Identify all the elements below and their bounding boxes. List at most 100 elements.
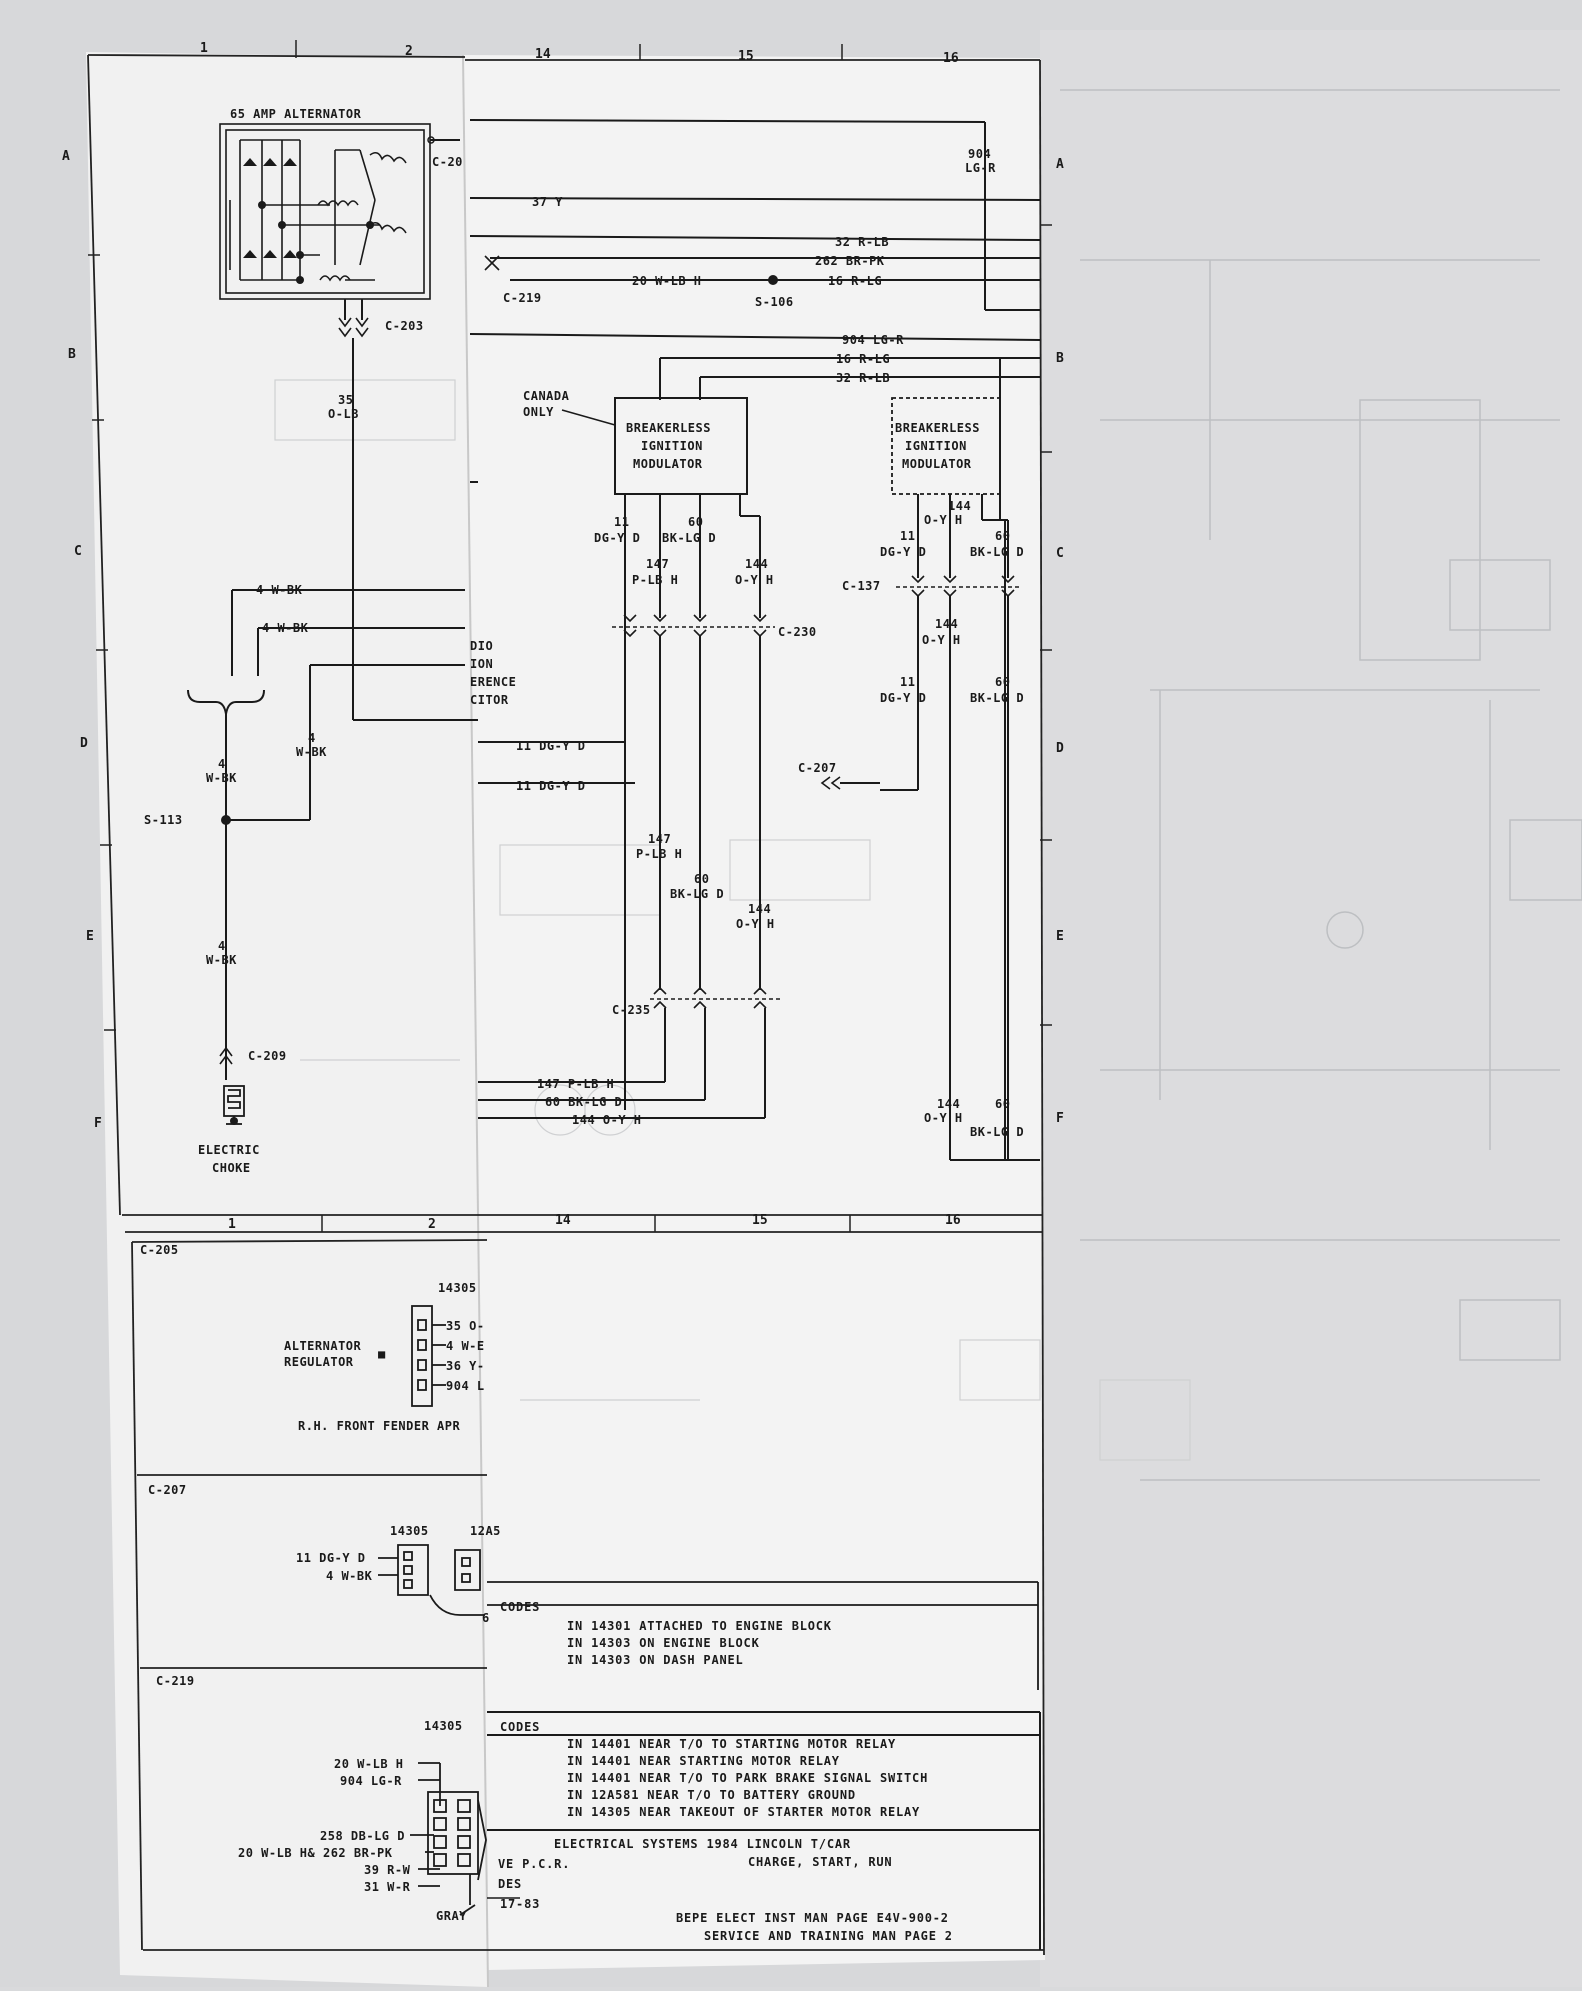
canada-only-l1: CANADA [523, 389, 570, 403]
wire-35-color: O-LB [328, 407, 359, 421]
electric-choke-l1: ELECTRIC [198, 1143, 260, 1157]
connector-c230: C-230 [778, 625, 817, 639]
title-block-frag3: 17-83 [500, 1897, 540, 1911]
capacitor-l3: ERENCE [470, 675, 516, 689]
modulator-left-l3: MODULATOR [633, 457, 703, 471]
r1-wire-144-num: 144 [948, 499, 971, 513]
wire-37y: 37 Y [532, 195, 563, 209]
e-wire-144-num: 144 [748, 902, 771, 916]
codes2-title: CODES [500, 1720, 540, 1734]
c219-marker [484, 255, 500, 271]
wire-32rlb-b: 32 R-LB [836, 371, 890, 385]
c207-title: C-207 [148, 1483, 187, 1497]
alternator-output-wires [344, 139, 460, 320]
wire-4wbk-3-color: W-BK [296, 745, 327, 759]
c219-title: C-219 [156, 1674, 195, 1688]
faint-background-lines [1060, 89, 1582, 1481]
c219-pin-2: 904 LG-R [340, 1774, 402, 1788]
right-sheet [463, 55, 1045, 1970]
row-a-left: A [62, 149, 70, 164]
wire-11dgy-d1: 11 DG-Y D [516, 739, 586, 753]
row-f-right: F [1056, 1111, 1064, 1126]
row-c-right: C [1056, 546, 1064, 561]
row-e-left: E [86, 929, 94, 944]
c203-connector [338, 317, 369, 338]
mod-wire-147-num: 147 [646, 557, 669, 571]
col-1-mid: 1 [228, 1217, 236, 1232]
splice-s113: S-113 [144, 813, 183, 827]
c219-pin-1: 20 W-LB H [334, 1757, 404, 1771]
rf-wire-144-color: O-Y H [924, 1111, 963, 1125]
wire-4wbk-3-num: 4 [308, 731, 316, 745]
fender-note: R.H. FRONT FENDER APR [298, 1419, 460, 1433]
electric-choke-l2: CHOKE [212, 1161, 251, 1175]
e-wire-147-num: 147 [648, 832, 671, 846]
row-d-right: D [1056, 741, 1064, 756]
show-through-lines [274, 379, 1191, 1461]
wire-32rlb-a: 32 R-LB [835, 235, 889, 249]
col-14-mid: 14 [555, 1213, 571, 1228]
col-16-top: 16 [943, 51, 959, 66]
col-2-mid: 2 [428, 1217, 436, 1232]
c219-pin-4: 20 W-LB H& 262 BR-PK [238, 1846, 393, 1860]
wire-20wlbh: 20 W-LB H [632, 274, 702, 288]
mod-wire-60-num: 60 [688, 515, 703, 529]
c219-pin-3: 258 DB-LG D [320, 1829, 405, 1843]
title-block-ref2: SERVICE AND TRAINING MAN PAGE 2 [704, 1929, 953, 1943]
r2-wire-60-num: 60 [995, 675, 1010, 689]
bullet-mark: ■ [378, 1347, 386, 1361]
alternator-symbol [219, 123, 431, 300]
codes2-line-3: IN 14401 NEAR T/O TO PARK BRAKE SIGNAL S… [567, 1771, 928, 1785]
capacitor-l2: ION [470, 657, 493, 671]
wire-4wbk-5-color: W-BK [206, 953, 237, 967]
codes2-line-5: IN 14305 NEAR TAKEOUT OF STARTER MOTOR R… [567, 1805, 920, 1819]
c205-part: 14305 [438, 1281, 477, 1295]
col-15-mid: 15 [752, 1213, 768, 1228]
connector-c137: C-137 [842, 579, 881, 593]
wire-4wbk-4-num: 4 [218, 757, 226, 771]
rf-wire-144-num: 144 [937, 1097, 960, 1111]
modulator-right-l2: IGNITION [905, 439, 967, 453]
terminal-dot [427, 136, 435, 144]
r2-wire-11-color: DG-Y D [880, 691, 926, 705]
mod-wire-147-color: P-LB H [632, 573, 678, 587]
grid-ticks [88, 40, 1052, 1232]
r2-wire-60-color: BK-LG D [970, 691, 1024, 705]
f-wire-60: 60 BK-LG D [545, 1095, 622, 1109]
col-2-top: 2 [405, 44, 413, 59]
mod-wire-144-num: 144 [745, 557, 768, 571]
row-b-right: B [1056, 351, 1064, 366]
codes-box-2 [487, 1711, 1041, 1950]
mod-wire-144-color: O-Y H [735, 573, 774, 587]
wire-904-num: 904 [968, 147, 991, 161]
c205-pin-3: 36 Y- [446, 1359, 485, 1373]
mod-wire-60-color: BK-LG D [662, 531, 716, 545]
c205-pin-1: 35 O- [446, 1319, 485, 1333]
choke-ground-dot [230, 1117, 238, 1125]
row-d-left: D [80, 736, 88, 751]
wire-904-color: LG-R [965, 161, 996, 175]
mod-wire-11-num: 11 [614, 515, 629, 529]
connector-c235: C-235 [612, 1003, 651, 1017]
c209-connector [219, 1046, 233, 1065]
modulator-left-wires [478, 494, 880, 1118]
r2-wire-144-num: 144 [935, 617, 958, 631]
alt-regulator-l1: ALTERNATOR [284, 1339, 362, 1353]
title-block-frag1: VE P.C.R. [498, 1857, 570, 1871]
connector-c20x: C-20 [432, 155, 463, 169]
wire-35-num: 35 [338, 393, 353, 407]
c207-connector [820, 776, 841, 790]
wire-4wbk-2: 4 W-BK [262, 621, 309, 635]
left-sheet [86, 52, 488, 1987]
row-e-right: E [1056, 929, 1064, 944]
wire-4wbk-5-num: 4 [218, 939, 226, 953]
row-f-left: F [94, 1116, 102, 1131]
underlying-sheet [1040, 30, 1582, 1987]
codes2-line-2: IN 14401 NEAR STARTING MOTOR RELAY [567, 1754, 840, 1768]
c219-gray: GRAY [436, 1909, 467, 1923]
modulator-left-box [614, 397, 748, 495]
canada-only-l2: ONLY [523, 405, 554, 419]
codes1-line-1: IN 14301 ATTACHED TO ENGINE BLOCK [567, 1619, 832, 1633]
e-wire-60-num: 60 [694, 872, 709, 886]
ground-wires [187, 481, 478, 1080]
